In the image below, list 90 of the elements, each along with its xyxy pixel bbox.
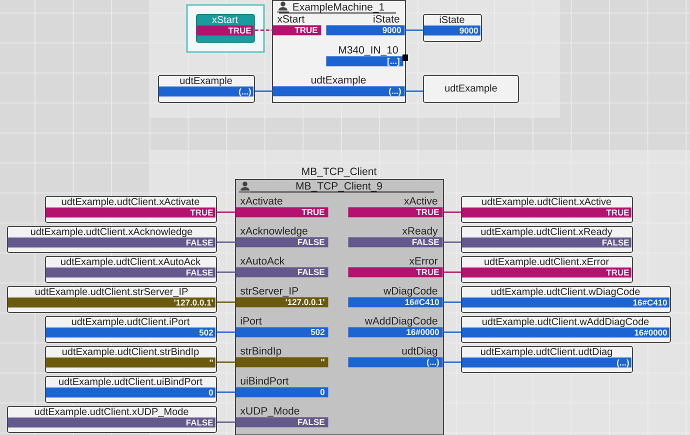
wire (442, 302, 461, 303)
wire (442, 242, 461, 243)
value-bar: '' (46, 358, 216, 368)
value-bar: 16#C410 (348, 297, 443, 308)
wire (216, 422, 236, 423)
value-bar: 16#C410 (462, 298, 670, 308)
variable-box: udtExample.udtClient.xReady FALSE (461, 226, 633, 253)
wire (216, 242, 236, 243)
pin-label: xActivate (240, 196, 282, 205)
value-bar: TRUE (272, 25, 322, 36)
pin-label: xError (409, 257, 438, 265)
value-bar: TRUE (348, 207, 443, 218)
variable-box: xStart TRUE (196, 14, 255, 43)
wire (216, 392, 236, 393)
value-bar: TRUE (348, 267, 443, 278)
wire (254, 90, 272, 92)
pin-label: xReady (402, 226, 438, 237)
value-bar: '' (236, 357, 328, 368)
wire (216, 332, 236, 333)
value-bar: FALSE (8, 418, 216, 428)
value-bar: FALSE (236, 417, 328, 428)
value-bar: [...] (326, 56, 404, 66)
value-bar: TRUE (46, 208, 216, 218)
pin-label: strServer_IP (240, 287, 298, 297)
wire (442, 362, 461, 363)
variable-box: iState 9000 (423, 14, 482, 42)
block-type-label: MB_TCP_Client (300, 166, 378, 178)
wire (404, 30, 423, 31)
value-bar: 0 (236, 387, 328, 398)
pin-label: udtExample (311, 76, 366, 86)
value-bar: (...) (272, 86, 405, 96)
wire (216, 362, 236, 363)
value-bar: 9000 (424, 26, 480, 36)
variable-box: udtExample (423, 75, 519, 103)
value-bar: TRUE (196, 26, 254, 36)
wire (442, 212, 461, 213)
variable-box: udtExample.udtClient.uiBindPort 0 (45, 376, 217, 403)
pin-label: wDiagCode (384, 286, 438, 297)
wire (442, 272, 461, 273)
variable-box: udtExample.udtClient.xActivate TRUE (45, 196, 217, 223)
value-bar: FALSE (8, 238, 216, 248)
value-bar: 9000 (326, 25, 405, 36)
pin-label: wAddDiagCode (364, 316, 438, 327)
variable-box: udtExample.udtClient.udtDiag (...) (461, 346, 633, 373)
pin-label: iState (374, 14, 400, 23)
wire (404, 90, 423, 92)
value-bar: 502 (236, 327, 328, 338)
wire (254, 30, 272, 31)
pin-label: xStart (277, 15, 305, 23)
variable-box: udtExample.udtClient.xActive TRUE (461, 196, 633, 223)
variable-box: udtExample.udtClient.xUDP_Mode FALSE (7, 406, 217, 433)
value-bar: TRUE (462, 268, 632, 278)
pin-label: xActive (404, 196, 438, 205)
value-bar: (...) (348, 357, 443, 368)
variable-box: udtExample.udtClient.xError TRUE (461, 256, 633, 283)
value-bar: 16#0000 (462, 328, 670, 338)
pin-label: strBindIp (240, 346, 282, 357)
pin-label: xUDP_Mode (240, 406, 300, 417)
variable-box: udtExample (...) (158, 75, 255, 103)
wire (216, 272, 236, 273)
value-bar: FALSE (236, 267, 328, 278)
value-bar: (...) (462, 358, 632, 368)
pin-label: udtDiag (402, 346, 438, 357)
variable-box: udtExample.udtClient.iPort 502 (45, 316, 217, 343)
value-bar: 502 (46, 328, 216, 338)
pin-label: iPort (240, 316, 262, 325)
wire (216, 302, 236, 303)
value-bar: FALSE (348, 237, 443, 248)
pin-label: M340_IN_10 (339, 46, 398, 56)
pin-label: uiBindPort (240, 376, 289, 385)
value-bar: TRUE (462, 208, 632, 218)
value-bar: '127.0.0.1' (236, 297, 328, 308)
pin-label: xAcknowledge (240, 226, 308, 237)
value-bar: 0 (46, 388, 216, 398)
variable-box: udtExample.udtClient.wDiagCode 16#C410 (461, 286, 671, 313)
pin-label: xAutoAck (240, 256, 285, 265)
value-bar: 16#0000 (348, 327, 443, 338)
value-bar: FALSE (462, 238, 632, 248)
value-bar: TRUE (236, 207, 328, 218)
variable-box: udtExample.udtClient.strBindIp '' (45, 346, 217, 373)
value-bar: FALSE (236, 237, 328, 248)
variable-box: udtExample.udtClient.xAcknowledge FALSE (7, 226, 217, 253)
value-bar: '127.0.0.1' (8, 298, 216, 308)
value-bar: (...) (158, 86, 254, 96)
variable-box: udtExample.udtClient.wAddDiagCode 16#0000 (461, 316, 671, 343)
variable-box: udtExample.udtClient.strServer_IP '127.0.0.1' (7, 286, 217, 313)
variable-box: udtExample.udtClient.xAutoAck FALSE (45, 256, 217, 283)
value-bar: FALSE (46, 268, 216, 278)
wire (216, 212, 236, 213)
wire (442, 332, 461, 333)
